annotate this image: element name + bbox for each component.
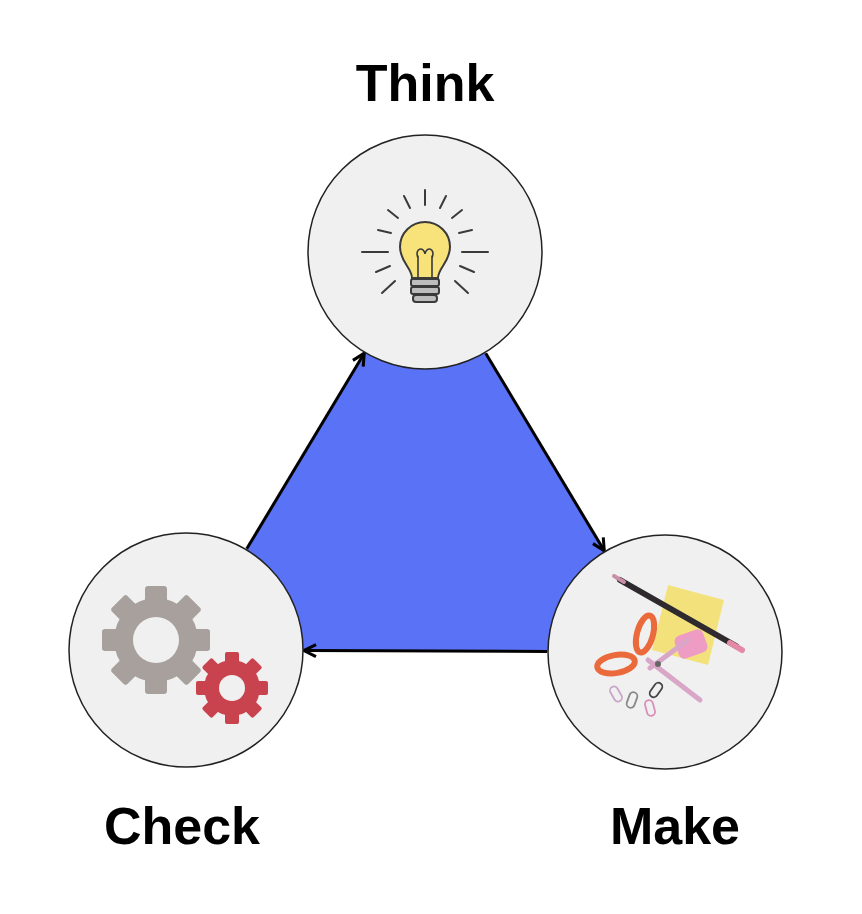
cycle-arrow bbox=[304, 650, 547, 651]
node-heading: Check bbox=[104, 800, 260, 852]
circle-node: Check bbox=[68, 532, 304, 768]
circle-outline bbox=[547, 534, 783, 770]
circle-outline bbox=[307, 134, 543, 370]
cycle-arrow bbox=[247, 353, 365, 549]
circle-node: Make bbox=[547, 534, 783, 770]
circle-outline bbox=[68, 532, 304, 768]
circle-node: Think bbox=[307, 134, 543, 370]
node-heading: Think bbox=[356, 57, 495, 109]
lightbulb-icon bbox=[362, 190, 488, 302]
cycle-arrow bbox=[486, 353, 605, 551]
stationery-icon bbox=[596, 576, 742, 717]
node-heading: Make bbox=[610, 800, 740, 852]
gear-icon bbox=[102, 586, 268, 724]
